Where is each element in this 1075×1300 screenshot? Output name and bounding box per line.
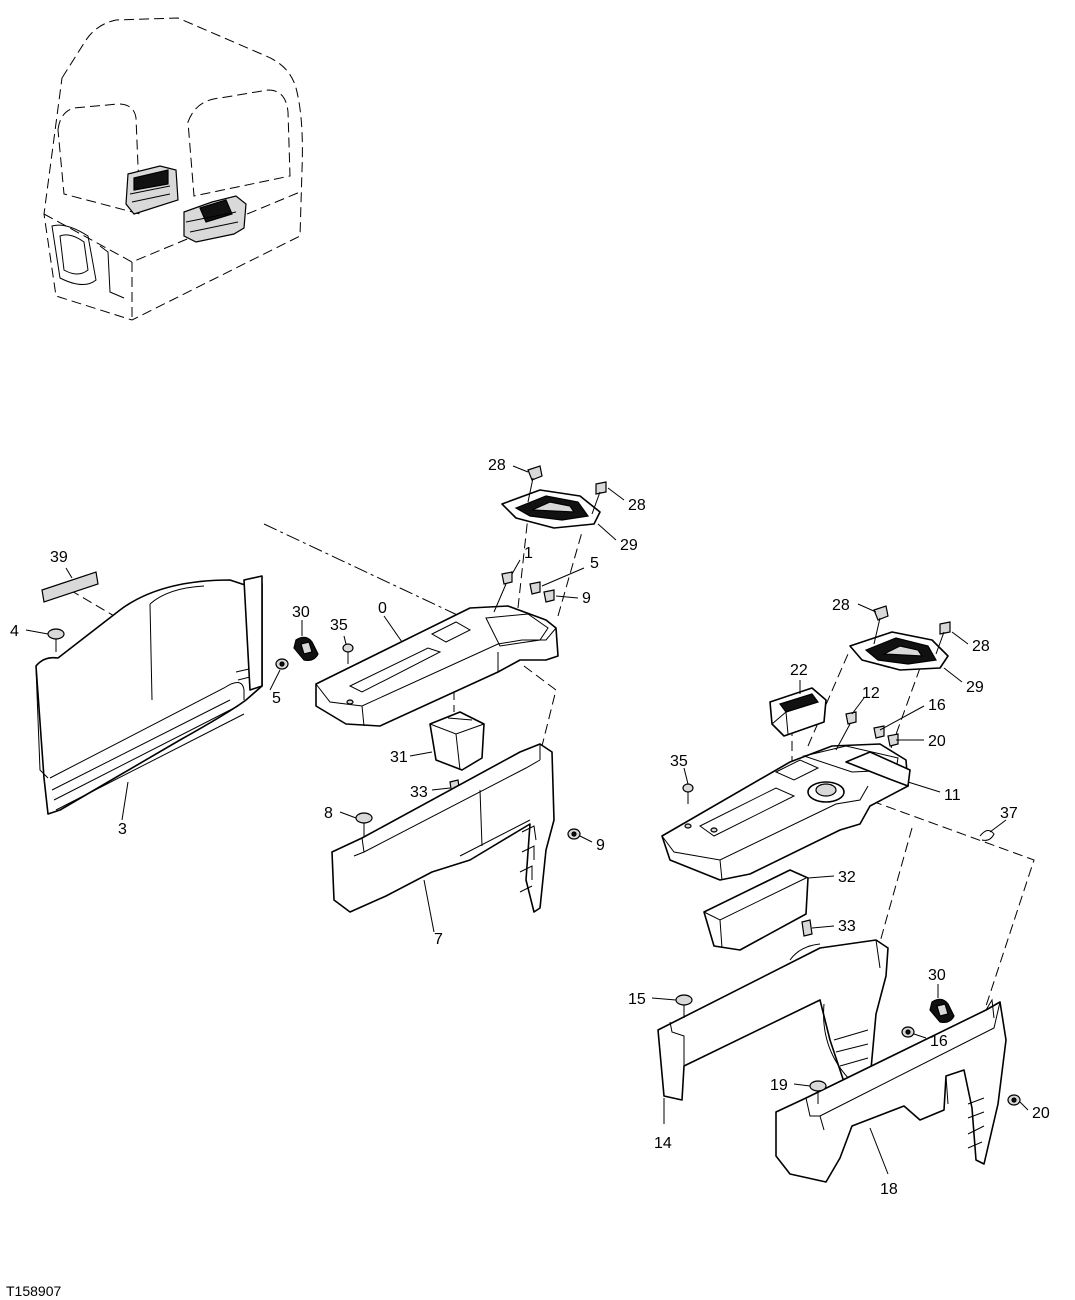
left-lower-cover (331, 743, 555, 913)
cover-29-right (849, 631, 949, 671)
assembly-lines (69, 515, 1035, 1007)
callout-label: 28 (628, 497, 646, 514)
screw-33-right (801, 919, 813, 937)
callout-label: 32 (838, 869, 856, 886)
screw-28-left-b (591, 481, 607, 515)
clip-37 (979, 830, 995, 841)
screw-28-left-a (527, 465, 543, 503)
callout-label: 11 (944, 787, 961, 804)
right-lower-cover-18 (775, 998, 1007, 1183)
label-decal (41, 571, 99, 603)
figure-id: T158907 (6, 1283, 61, 1299)
callout-label: 30 (292, 604, 310, 621)
tray-32 (703, 869, 809, 951)
leader-lines (25, 465, 1029, 1175)
nut-9-lower (567, 828, 581, 840)
screw-16-upper (873, 725, 885, 739)
callout-label: 33 (410, 784, 428, 801)
callout-label: 35 (330, 617, 348, 634)
screw-28-right-a (873, 605, 889, 645)
cup-holder-31 (429, 711, 485, 771)
screw-20-upper (887, 733, 899, 747)
left-side-panel (35, 575, 263, 815)
callout-label: 20 (1032, 1105, 1050, 1122)
callout-label: 12 (862, 685, 880, 702)
cab-locator-view (43, 17, 303, 321)
cover-29-left (501, 489, 601, 529)
screw-9-upper (543, 589, 555, 603)
pin-15 (675, 994, 693, 1018)
callout-label: 28 (488, 457, 506, 474)
callout-label: 31 (390, 749, 408, 766)
callout-labels: 28 28 29 1 5 9 39 4 30 35 0 5 31 33 3 8 … (10, 457, 1050, 1198)
callout-label: 14 (654, 1135, 672, 1152)
screw-28-right-b (935, 621, 951, 655)
callout-label: 28 (832, 597, 850, 614)
callout-label: 15 (628, 991, 646, 1008)
callout-label: 18 (880, 1181, 898, 1198)
callout-label: 4 (10, 623, 19, 640)
push-pin-4 (47, 628, 65, 652)
callout-label: 5 (590, 555, 599, 572)
callout-label: 19 (770, 1077, 788, 1094)
callout-label: 29 (966, 679, 984, 696)
pin-35-left (342, 643, 354, 664)
callout-label: 37 (1000, 805, 1018, 822)
callout-label: 39 (50, 549, 68, 566)
tray-22 (769, 687, 827, 737)
bracket-11 (845, 751, 911, 787)
callout-label: 8 (324, 805, 333, 822)
callout-label: 9 (582, 590, 591, 607)
clip-30-left (293, 636, 319, 661)
nut-5-left (275, 658, 289, 670)
nut-20-lower (1007, 1094, 1021, 1106)
callout-label: 29 (620, 537, 638, 554)
screw-12 (835, 711, 857, 751)
pin-8 (355, 812, 373, 836)
callout-label: 35 (670, 753, 688, 770)
callout-label: 9 (596, 837, 605, 854)
callout-label: 16 (928, 697, 946, 714)
nut-16-lower (901, 1026, 915, 1038)
callout-label: 3 (118, 821, 127, 838)
callout-label: 20 (928, 733, 946, 750)
screw-5-upper (529, 581, 541, 595)
left-console-top (315, 605, 559, 727)
callout-label: 16 (930, 1033, 948, 1050)
clip-30-right (929, 998, 955, 1023)
screw-1 (493, 571, 513, 613)
callout-label: 22 (790, 662, 808, 679)
callout-label: 0 (378, 600, 387, 617)
callout-label: 5 (272, 690, 281, 707)
callout-label: 1 (524, 545, 533, 562)
callout-label: 33 (838, 918, 856, 935)
callout-label: 30 (928, 967, 946, 984)
callout-label: 7 (434, 931, 443, 948)
callout-label: 28 (972, 638, 990, 655)
right-console-top (661, 743, 909, 881)
pin-35-right (682, 783, 694, 804)
